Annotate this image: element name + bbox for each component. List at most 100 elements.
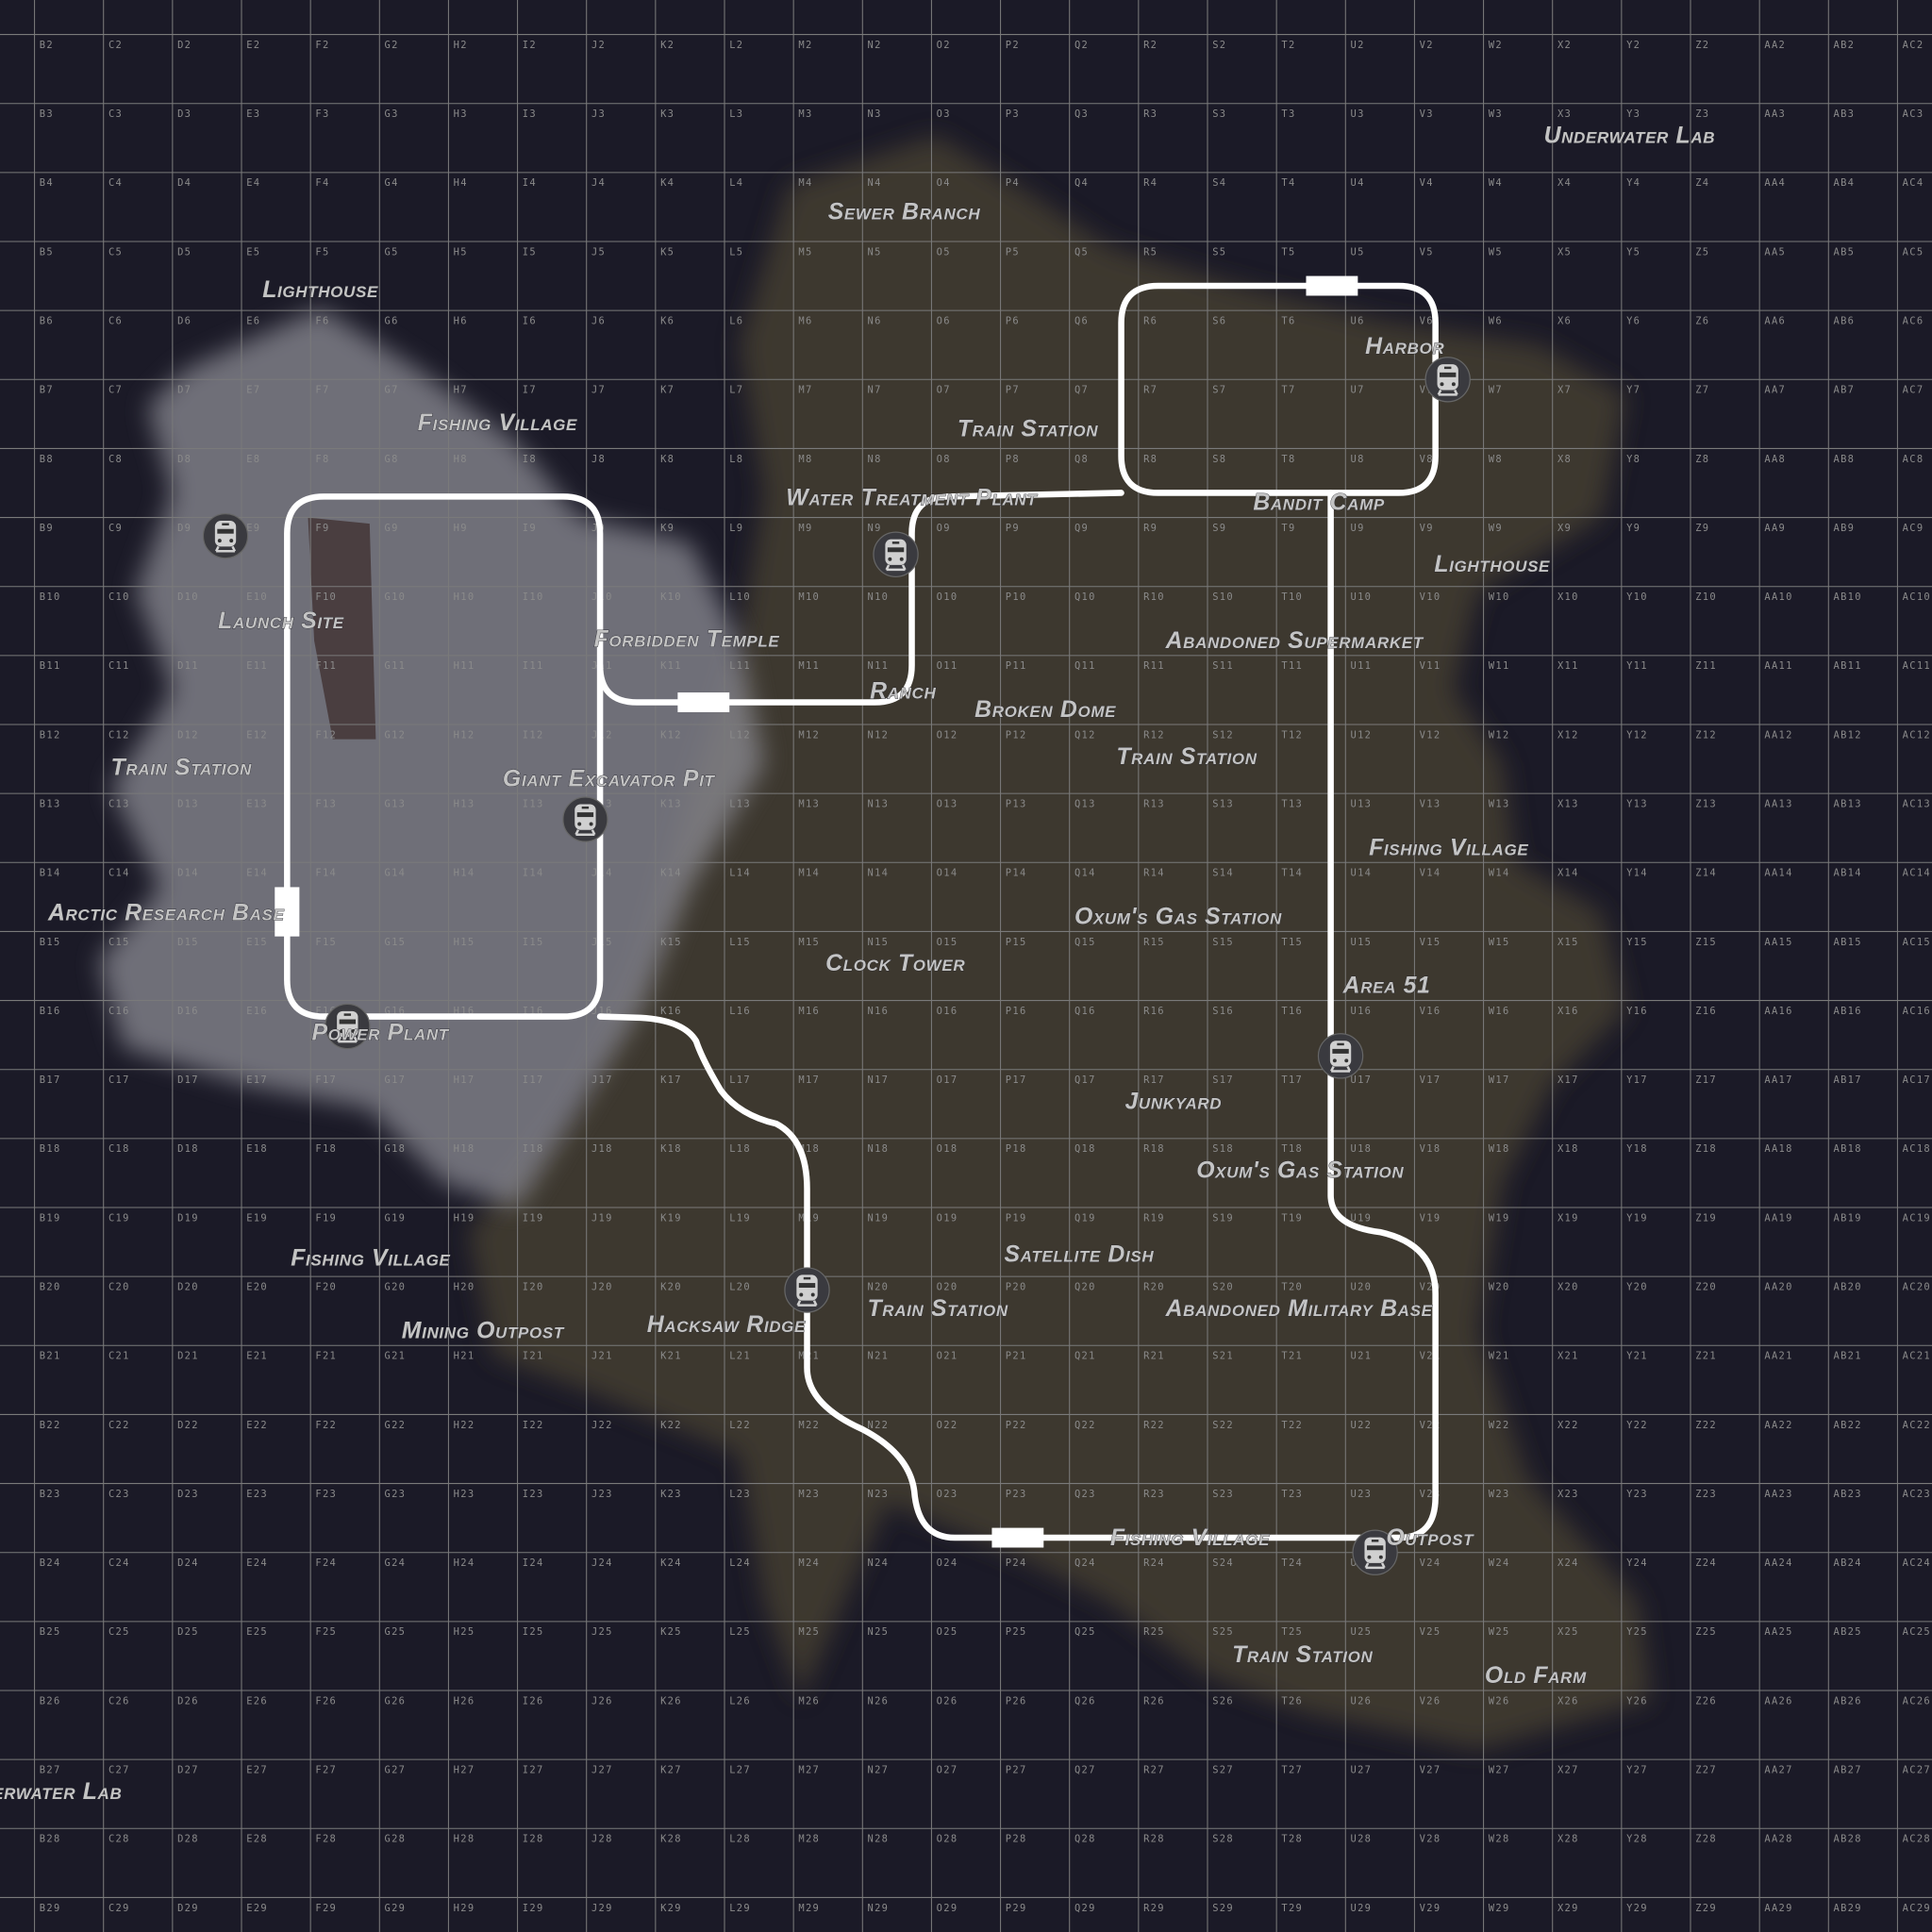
grid-cell-label: B23	[40, 1489, 61, 1500]
grid-cell-label: H15	[454, 937, 475, 948]
grid-cell-label: AA12	[1764, 729, 1792, 741]
grid-cell-label: H23	[454, 1489, 475, 1500]
grid-cell-label: J23	[591, 1489, 613, 1500]
grid-cell-label: R6	[1143, 316, 1158, 327]
grid-cell-label: AC23	[1903, 1489, 1931, 1500]
grid-cell-label: X20	[1557, 1282, 1579, 1293]
grid-cell-label: N21	[868, 1351, 890, 1362]
grid-cell-label: S22	[1212, 1420, 1234, 1431]
train-station-icon[interactable]	[1424, 356, 1472, 404]
grid-cell-label: Y27	[1626, 1765, 1648, 1776]
grid-cell-label: F18	[315, 1143, 337, 1155]
grid-cell-label: O14	[937, 868, 958, 879]
grid-cell-label: Q18	[1074, 1143, 1096, 1155]
rail-left-loop	[284, 493, 604, 1020]
train-station-icon[interactable]	[202, 512, 249, 559]
grid-cell-label: S29	[1212, 1903, 1234, 1914]
grid-cell-label: AB17	[1834, 1074, 1862, 1086]
grid-cell-label: M22	[798, 1420, 820, 1431]
grid-cell-label: H26	[454, 1695, 475, 1707]
grid-cell-label: G6	[385, 316, 399, 327]
grid-cell-label: L26	[729, 1695, 751, 1707]
grid-cell-label: Y17	[1626, 1074, 1648, 1086]
grid-cell-label: H20	[454, 1282, 475, 1293]
grid-cell-label: X9	[1557, 523, 1572, 534]
grid-cell-label: AB19	[1834, 1212, 1862, 1224]
place-label: Area 51	[1342, 974, 1431, 999]
grid-cell-label: F9	[315, 523, 329, 534]
grid-cell-label: G7	[385, 385, 399, 396]
grid-cell-label: L10	[729, 591, 751, 603]
grid-cell-label: Z3	[1695, 108, 1709, 120]
grid-cell-label: U17	[1351, 1074, 1373, 1086]
grid-cell-label: P21	[1006, 1351, 1027, 1362]
train-station-icon[interactable]	[1317, 1032, 1364, 1080]
grid-cell-label: D16	[177, 1006, 199, 1017]
grid-cell-label: W23	[1489, 1489, 1510, 1500]
grid-cell-label: U22	[1351, 1420, 1373, 1431]
grid-cell-label: F24	[315, 1557, 337, 1569]
place-label: Power Plant	[311, 1020, 449, 1045]
train-station-icon[interactable]	[783, 1266, 831, 1314]
grid-cell-label: Q4	[1074, 177, 1089, 189]
grid-cell-label: G23	[385, 1489, 407, 1500]
grid-cell-label: X29	[1557, 1903, 1579, 1914]
grid-cell-label: K9	[660, 523, 675, 534]
grid-cell-label: V12	[1420, 729, 1441, 741]
grid-cell-label: Q23	[1074, 1489, 1096, 1500]
grid-cell-label: B5	[40, 246, 54, 258]
grid-cell-label: L17	[729, 1074, 751, 1086]
grid-cell-label: X15	[1557, 937, 1579, 948]
grid-cell-label: G8	[385, 454, 399, 465]
grid-cell-label: I25	[523, 1626, 544, 1638]
grid-cell-label: M5	[798, 246, 812, 258]
grid-cell-label: Z6	[1695, 316, 1709, 327]
grid-cell-label: AB2	[1834, 40, 1856, 51]
place-label: Abandoned Supermarket	[1165, 628, 1424, 654]
grid-cell-label: D15	[177, 937, 199, 948]
grid-cell-label: T11	[1281, 660, 1303, 672]
grid-cell-label: M15	[798, 937, 820, 948]
grid-cell-label: Q12	[1074, 729, 1096, 741]
place-label: Old Farm	[1485, 1663, 1587, 1689]
grid-cell-label: Y14	[1626, 868, 1648, 879]
grid-cell-label: B18	[40, 1143, 61, 1155]
grid-cell-label: X11	[1557, 660, 1579, 672]
grid-cell-label: F14	[315, 868, 337, 879]
grid-cell-label: X24	[1557, 1557, 1579, 1569]
grid-cell-label: B20	[40, 1282, 61, 1293]
train-station-icon[interactable]	[561, 795, 609, 843]
grid-cell-label: C24	[108, 1557, 130, 1569]
grid-cell-label: E16	[246, 1006, 268, 1017]
grid-cell-label: P23	[1006, 1489, 1027, 1500]
grid-cell-label: T25	[1281, 1626, 1303, 1638]
grid-cell-label: T5	[1281, 246, 1295, 258]
grid-cell-label: M24	[798, 1557, 820, 1569]
grid-cell-label: AC14	[1903, 868, 1931, 879]
grid-cell-label: T28	[1281, 1834, 1303, 1845]
grid-cell-label: V27	[1420, 1765, 1441, 1776]
grid-cell-label: X5	[1557, 246, 1572, 258]
grid-cell-label: X23	[1557, 1489, 1579, 1500]
grid-cell-label: N26	[868, 1695, 890, 1707]
grid-cell-label: S27	[1212, 1765, 1234, 1776]
grid-cell-label: J5	[591, 246, 606, 258]
grid-cell-label: O26	[937, 1695, 958, 1707]
grid-cell-label: T14	[1281, 868, 1303, 879]
grid-cell-label: Z12	[1695, 729, 1717, 741]
grid-cell-label: Y5	[1626, 246, 1641, 258]
grid-cell-label: P17	[1006, 1074, 1027, 1086]
grid-cell-label: G11	[385, 660, 407, 672]
grid-cell-label: AA26	[1764, 1695, 1792, 1707]
grid-cell-label: B2	[40, 40, 54, 51]
grid-cell-label: W6	[1489, 316, 1503, 327]
grid-cell-label: O19	[937, 1212, 958, 1224]
grid-cell-label: U12	[1351, 729, 1373, 741]
grid-cell-label: W21	[1489, 1351, 1510, 1362]
grid-cell-label: B22	[40, 1420, 61, 1431]
train-station-icon[interactable]	[872, 530, 920, 578]
grid-cell-label: J8	[591, 454, 606, 465]
grid-cell-label: N20	[868, 1282, 890, 1293]
